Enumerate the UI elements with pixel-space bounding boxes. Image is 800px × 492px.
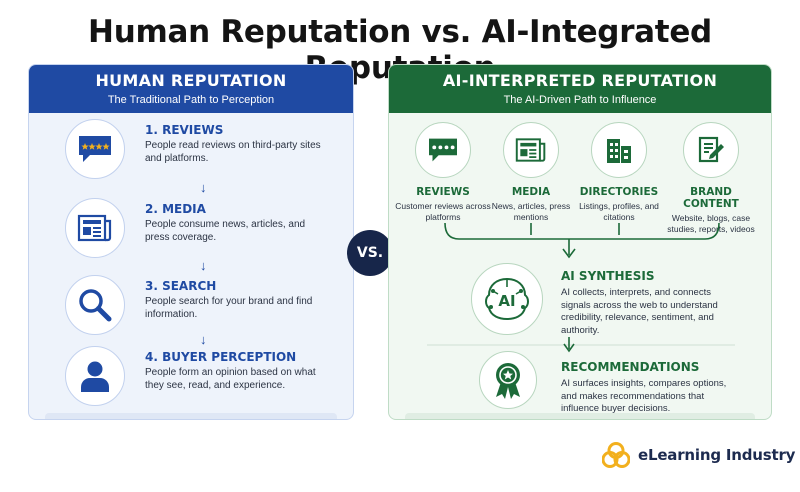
human-panel-subtitle: The Traditional Path to Perception <box>107 94 275 106</box>
human-step-desc: People consume news, articles, and press… <box>145 219 306 243</box>
human-step-buyer-perception: 4. BUYER PERCEPTION People form an opini… <box>65 346 353 406</box>
down-arrow-icon: ↓ <box>200 332 207 347</box>
brand-logo: eLearning Industry <box>602 441 795 469</box>
ai-reputation-panel: AI-INTERPRETED REPUTATION The AI-Driven … <box>388 64 772 420</box>
ai-panel-subtitle: The AI-Driven Path to Influence <box>503 94 657 106</box>
elearning-industry-logo-icon <box>602 442 630 468</box>
ai-synthesis-title: AI SYNTHESIS <box>561 269 655 283</box>
ai-brain-icon: AI <box>471 263 543 335</box>
human-step-title: 1. REVIEWS <box>145 123 224 137</box>
ai-source-brand-content: BRAND CONTENT Website, blogs, case studi… <box>663 122 759 235</box>
down-arrow-icon: ↓ <box>200 180 207 195</box>
ai-source-title: REVIEWS <box>416 186 470 198</box>
ai-source-desc: News, articles, press mentions <box>491 201 571 222</box>
ai-source-desc: Listings, profiles, and citations <box>579 201 659 222</box>
human-panel-title: HUMAN REPUTATION <box>95 71 287 90</box>
ai-source-media: MEDIA News, articles, press mentions <box>483 122 579 223</box>
human-step-reviews: 1. REVIEWS People read reviews on third-… <box>65 119 353 179</box>
person-icon <box>65 346 125 406</box>
newspaper-icon <box>65 198 125 258</box>
newspaper-icon <box>503 122 559 178</box>
review-bubble-icon <box>65 119 125 179</box>
ai-panel-header: AI-INTERPRETED REPUTATION The AI-Driven … <box>389 65 771 113</box>
magnifier-icon <box>65 275 125 335</box>
ai-source-desc: Customer reviews across platforms <box>395 201 491 222</box>
ai-source-reviews: REVIEWS Customer reviews across platform… <box>395 122 491 223</box>
sources-bracket-connector <box>444 222 720 259</box>
synthesis-separator <box>427 337 735 353</box>
ai-source-title: BRAND CONTENT <box>683 186 739 210</box>
human-panel-header: HUMAN REPUTATION The Traditional Path to… <box>29 65 353 113</box>
human-step-search: 3. SEARCH People search for your brand a… <box>65 275 353 335</box>
document-pen-icon <box>683 122 739 178</box>
panel-footer-bar <box>45 413 337 419</box>
review-bubble-icon <box>415 122 471 178</box>
human-step-title: 4. BUYER PERCEPTION <box>145 350 297 364</box>
human-step-media: 2. MEDIA People consume news, articles, … <box>65 198 353 258</box>
ai-source-desc: Website, blogs, case studies, reports, v… <box>667 213 755 234</box>
human-step-desc: People read reviews on third-party sites… <box>145 140 321 164</box>
buildings-icon <box>591 122 647 178</box>
human-step-desc: People search for your brand and find in… <box>145 296 313 320</box>
human-reputation-panel: HUMAN REPUTATION The Traditional Path to… <box>28 64 354 420</box>
vs-badge: VS. <box>347 230 393 276</box>
recommendations-title: RECOMMENDATIONS <box>561 360 700 374</box>
panel-footer-bar <box>405 413 755 419</box>
brand-name: eLearning Industry <box>638 446 796 464</box>
human-step-desc: People form an opinion based on what the… <box>145 367 316 391</box>
ai-source-title: DIRECTORIES <box>579 186 659 198</box>
down-arrow-icon: ↓ <box>200 258 207 273</box>
award-ribbon-icon <box>479 351 537 409</box>
ai-source-directories: DIRECTORIES Listings, profiles, and cita… <box>571 122 667 223</box>
human-step-title: 3. SEARCH <box>145 279 217 293</box>
ai-source-title: MEDIA <box>511 186 551 198</box>
ai-panel-title: AI-INTERPRETED REPUTATION <box>442 71 718 90</box>
human-step-title: 2. MEDIA <box>145 202 206 216</box>
ai-synthesis-desc: AI collects, interprets, and connects si… <box>561 287 718 336</box>
ai-icon-label: AI <box>498 292 515 310</box>
recommendations-desc: AI surfaces insights, compares options, … <box>561 378 727 414</box>
